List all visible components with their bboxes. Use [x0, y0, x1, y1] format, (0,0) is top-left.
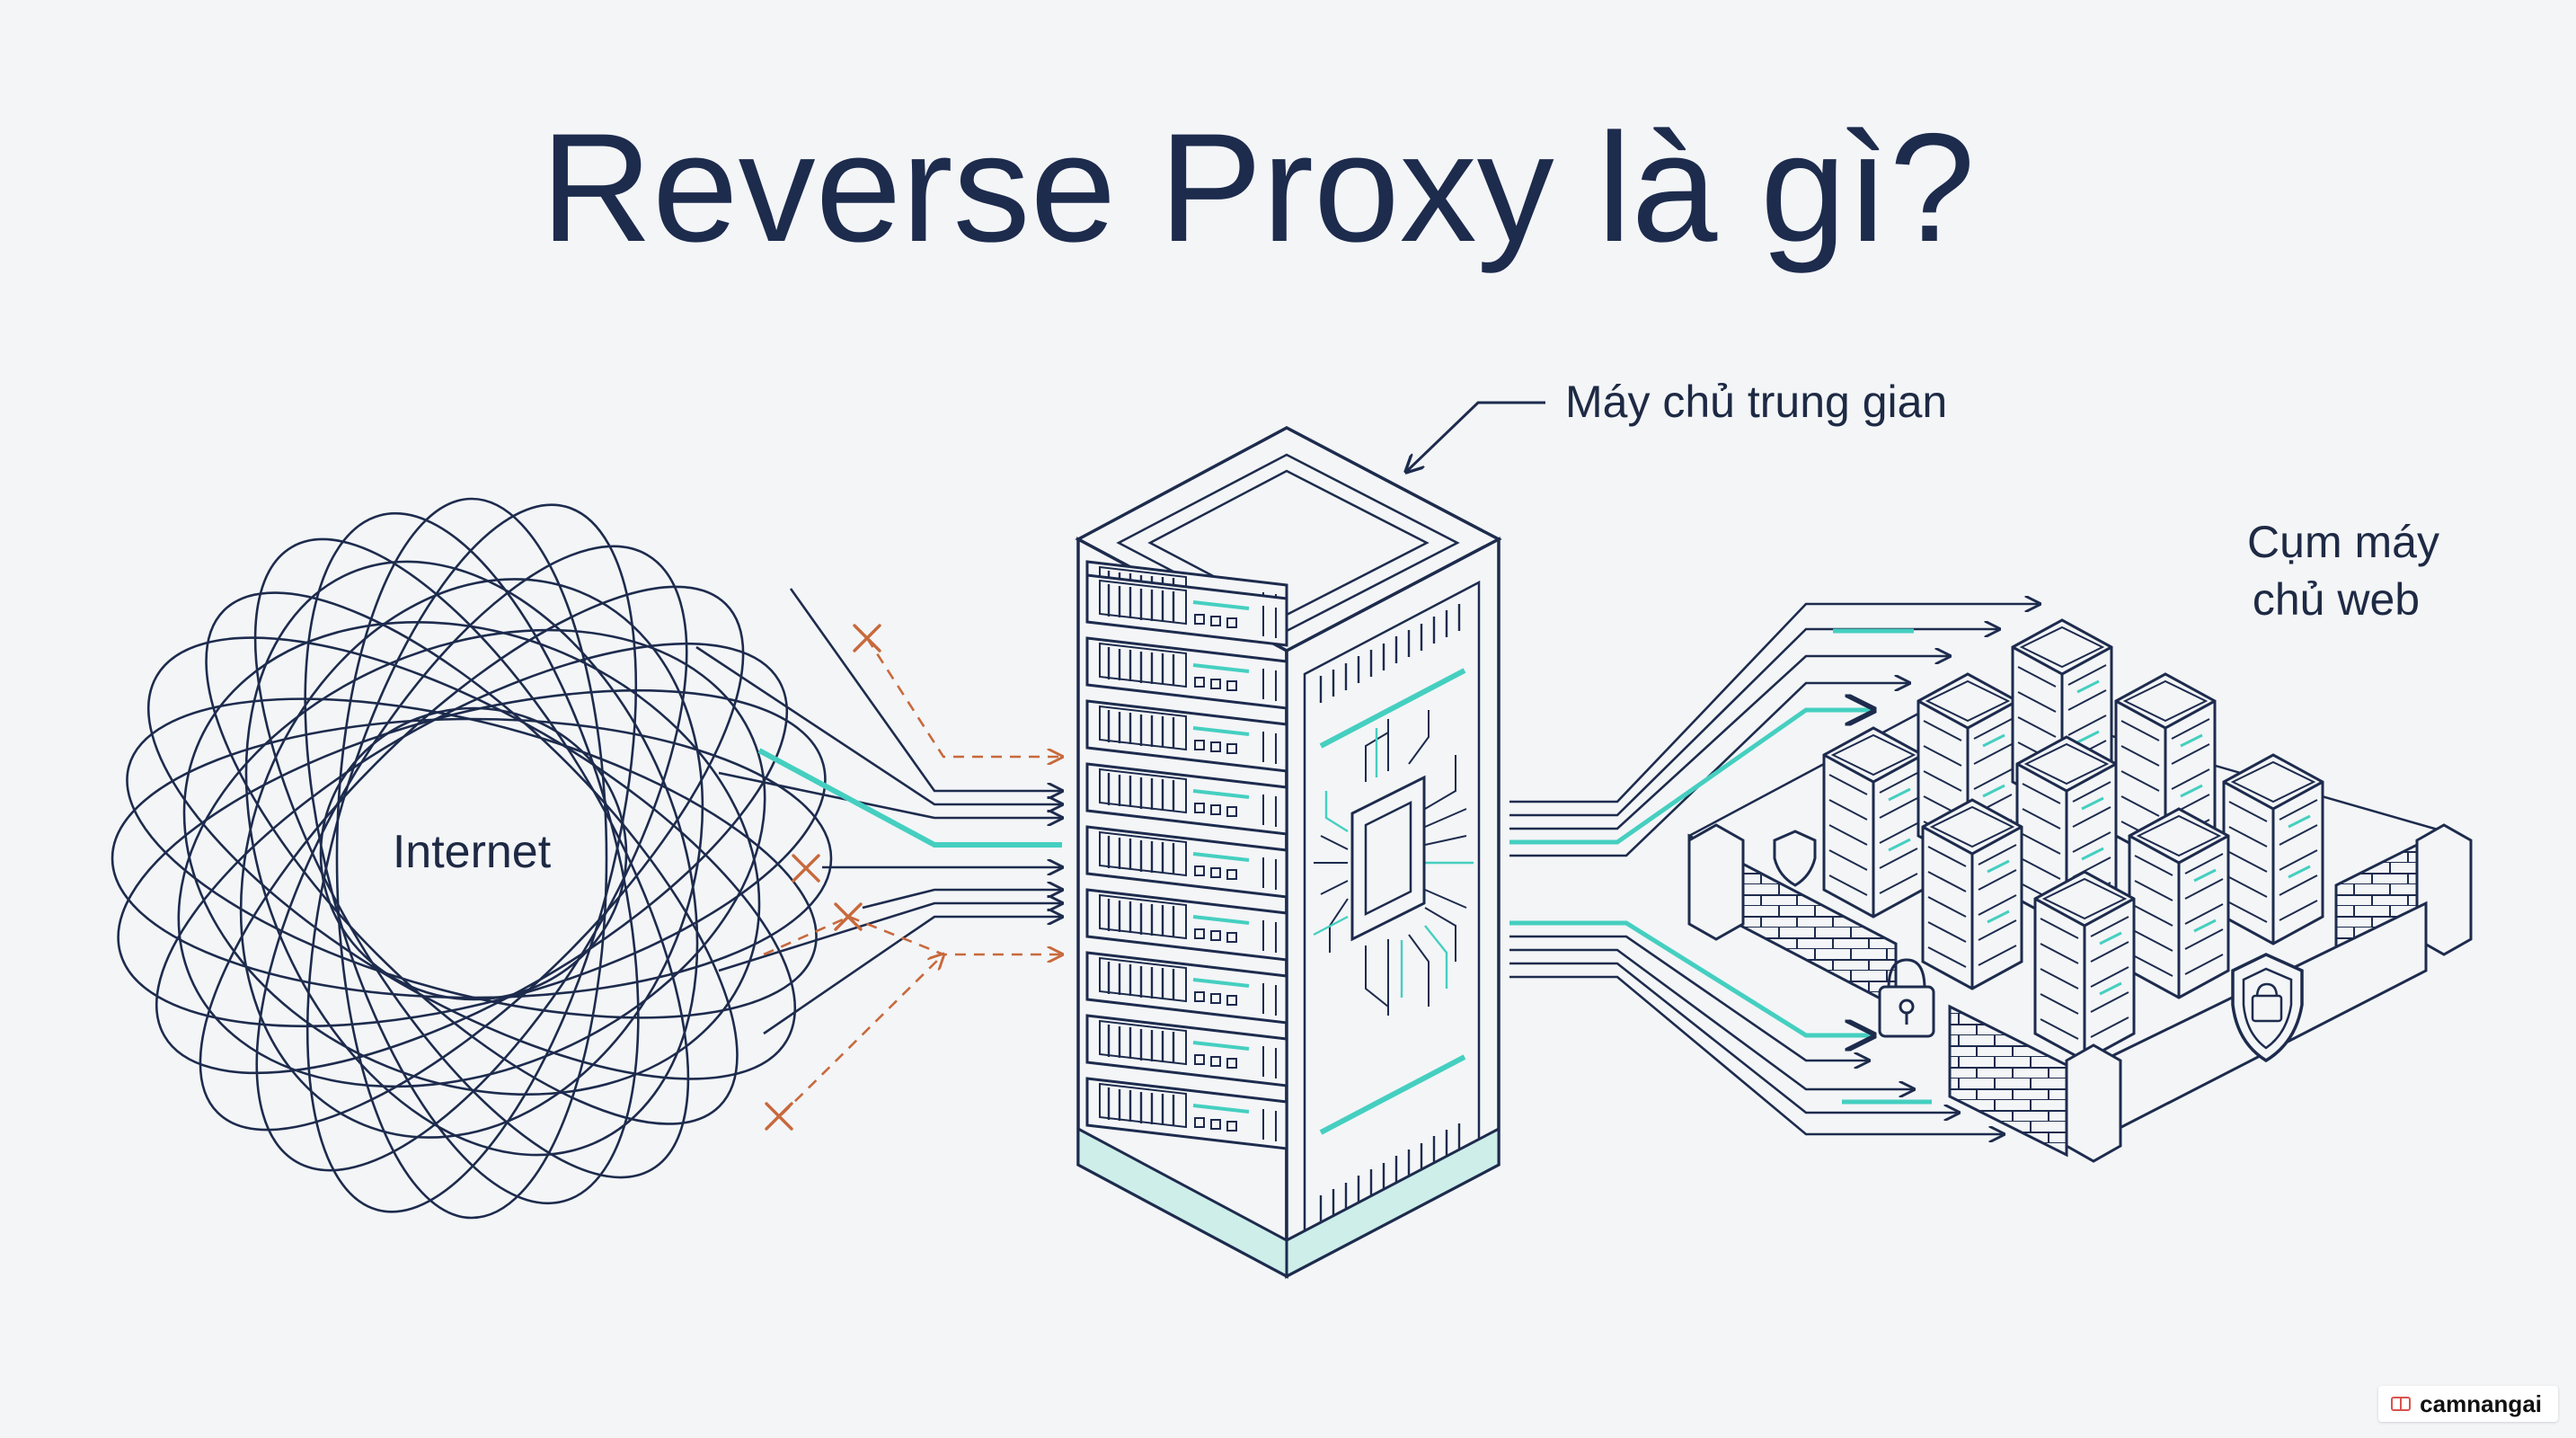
- brick-wall: [1948, 1004, 2068, 1158]
- padlock-icon: [1878, 958, 1935, 1038]
- incoming-line: [718, 771, 1062, 818]
- proxy-server: [1075, 426, 1502, 1279]
- outgoing-line: [1509, 656, 1950, 830]
- outgoing-routes: [1509, 604, 2040, 1134]
- watermark-text: camnangai: [2420, 1389, 2542, 1417]
- internet-label: Internet: [393, 826, 552, 878]
- microchip-icon: [1350, 775, 1426, 942]
- watermark-badge: camnangai: [2378, 1386, 2558, 1422]
- x-mark-icon: [765, 624, 881, 1131]
- incoming-line: [763, 917, 1062, 1035]
- outgoing-teal-line: [1509, 710, 1873, 845]
- incoming-line: [789, 588, 1062, 791]
- blocked-path: [865, 637, 1062, 757]
- outgoing-teal-line: [1509, 920, 1873, 1035]
- web-server-cluster: [1687, 618, 2473, 1163]
- cluster-label-line1: Cụm máy: [2247, 517, 2439, 567]
- proxy-pointer: [1406, 401, 1545, 472]
- incoming-line: [718, 903, 1062, 972]
- cluster-label-line2: chủ web: [2253, 574, 2420, 625]
- proxy-label: Máy chủ trung gian: [1565, 377, 1947, 427]
- shield-icon: [2231, 953, 2304, 1063]
- incoming-requests: [695, 588, 1062, 1115]
- outgoing-line: [1509, 975, 2004, 1134]
- outgoing-line: [1509, 935, 1869, 1061]
- outgoing-line: [1509, 683, 1909, 857]
- incoming-line: [695, 645, 1062, 804]
- book-icon: [2391, 1397, 2412, 1411]
- incoming-line: [862, 890, 1062, 910]
- page-title: Reverse Proxy là gì?: [541, 102, 1975, 274]
- internet-cloud: [111, 497, 833, 1220]
- outgoing-line: [1509, 948, 1914, 1089]
- outgoing-line: [1509, 604, 2040, 803]
- blocked-path: [848, 915, 1062, 954]
- outgoing-line: [1509, 962, 1959, 1113]
- blocked-path: [781, 954, 943, 1115]
- incoming-teal-line: [757, 748, 1062, 848]
